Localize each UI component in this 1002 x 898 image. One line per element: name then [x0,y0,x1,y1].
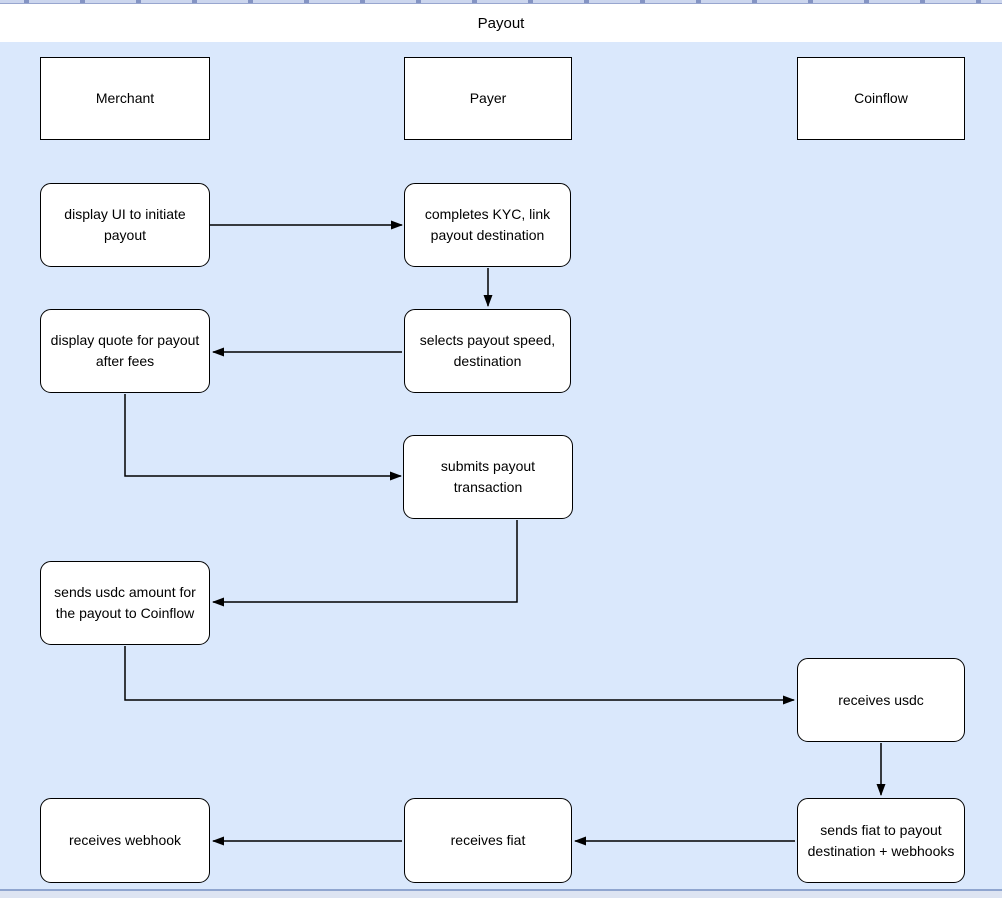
canvas-bottom-border [0,889,1002,891]
node-receives-usdc-label: receives usdc [838,691,924,708]
node-receives-fiat-label: receives fiat [450,832,526,848]
actor-payer-label: Payer [469,90,507,106]
node-submits-tx: submits payout transaction [403,435,573,519]
node-receives-fiat: receives fiat [404,798,572,883]
page-title: Payout [477,14,525,32]
node-receives-webhook: receives webhook [40,798,210,883]
node-sends-fiat: sends fiat to payout destination + webho… [797,798,965,883]
actor-merchant-label: Merchant [95,90,155,106]
diagram-title-bar: Payout [0,4,1002,42]
node-selects-speed-label: selects payout speed, destination [419,332,556,369]
actor-merchant: Merchant [40,57,210,140]
actor-coinflow: Coinflow [797,57,965,140]
node-sends-fiat-label: sends fiat to payout destination + webho… [807,821,955,859]
actor-payer: Payer [404,57,572,140]
actor-coinflow-label: Coinflow [854,90,908,106]
node-display-ui: display UI to initiate payout [40,183,210,267]
node-completes-kyc: completes KYC, link payout destination [404,183,571,267]
node-display-quote-label: display quote for payout after fees [50,332,200,369]
node-receives-webhook-label: receives webhook [68,832,182,848]
top-ruler-strip [0,0,1002,4]
node-display-quote: display quote for payout after fees [40,309,210,393]
node-display-ui-label: display UI to initiate payout [64,206,186,243]
node-completes-kyc-label: completes KYC, link payout destination [424,206,551,243]
node-submits-tx-label: submits payout transaction [440,458,536,495]
node-sends-usdc-label: sends usdc amount for the payout to Coin… [54,584,196,621]
node-selects-speed: selects payout speed, destination [404,309,571,393]
node-receives-usdc: receives usdc [797,658,965,742]
node-sends-usdc: sends usdc amount for the payout to Coin… [40,561,210,645]
bottom-scrollbar-track[interactable] [0,891,1002,898]
